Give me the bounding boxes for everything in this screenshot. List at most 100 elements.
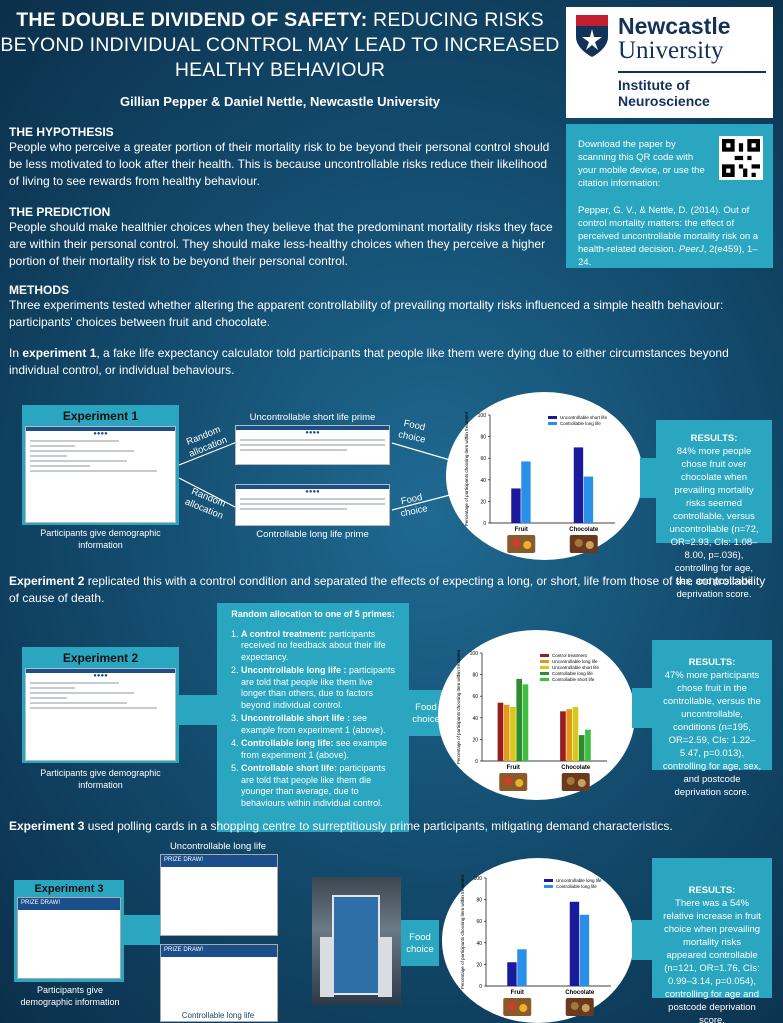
bar-chocolate-4 (585, 729, 591, 761)
bar-fruit-4 (522, 684, 529, 761)
food-detail (570, 1002, 579, 1010)
exp2-primes-box: Random allocation to one of 5 primes: A … (217, 603, 409, 832)
y-tick-label: 60 (476, 919, 482, 925)
exp1-demographic-form: ●●●● (25, 426, 176, 523)
exp2-demographic-form: ●●●● (25, 668, 176, 761)
bar-fruit-0 (507, 962, 517, 986)
legend-swatch (540, 678, 549, 681)
hypothesis-text: People who perceive a greater portion of… (9, 140, 550, 188)
exp3-arrow-left (124, 915, 160, 945)
methods-text: Three experiments tested whether alterin… (9, 298, 724, 329)
exp3-card-title: PRIZE DRAW! (18, 898, 120, 910)
y-tick-label: 100 (474, 876, 483, 882)
logo-line1: Newcastle (618, 13, 731, 39)
exp1-label: Experiment 1 (62, 409, 139, 423)
exp1-prime-top-screen: ●●●● (235, 425, 390, 465)
exp3-card-bottom: PRIZE DRAW! (160, 944, 278, 1022)
legend-label: Control treatment (552, 653, 588, 658)
y-tick-label: 20 (480, 499, 486, 505)
prime-item: Controllable long life: see example from… (241, 738, 399, 761)
bar-chocolate-3 (578, 735, 585, 761)
legend-swatch (548, 422, 557, 425)
exp1-prime-top-label: Uncontrollable short life prime (249, 412, 376, 423)
food-detail (512, 539, 521, 547)
category-label: Chocolate (565, 990, 595, 996)
exp1-results: RESULTS: 84% more people chose fruit ove… (656, 420, 772, 600)
qr-code-icon[interactable] (719, 136, 763, 180)
exp3-card-top-label: Uncontrollable long life (169, 841, 267, 852)
food-detail (519, 1004, 528, 1012)
poster-title: THE DOUBLE DIVIDEND OF SAFETY: REDUCING … (0, 9, 560, 81)
bar-chocolate-0 (573, 447, 584, 523)
bar-chocolate-1 (566, 709, 573, 761)
y-tick-label: 60 (480, 456, 486, 462)
y-tick-label: 80 (476, 898, 482, 904)
legend-label: Uncontrollable short life (552, 665, 600, 670)
category-label: Fruit (511, 990, 524, 996)
y-axis-label: Percentage of participants choosing item… (460, 874, 465, 989)
legend-label: Uncontrollable long life (552, 659, 598, 664)
exp1-panel: Experiment 1 ●●●● (22, 405, 179, 525)
y-axis-label: Percentage of participants choosing item… (456, 649, 461, 764)
food-detail (577, 779, 586, 787)
prediction-heading: THE PREDICTION (9, 205, 111, 219)
bar-fruit-1 (521, 461, 531, 523)
exp1-results-text: 84% more people chose fruit over chocola… (669, 446, 759, 600)
prime-item: Uncontrollable short life : see example … (241, 713, 399, 736)
food-detail (566, 777, 575, 785)
exp3-results-text: There was a 54% relative increase in fru… (663, 898, 761, 1023)
exp2-results-heading: RESULTS: (688, 657, 736, 668)
exp2-primes-heading: Random allocation to one of 5 primes: (231, 609, 395, 619)
exp3-card-top: PRIZE DRAW! (160, 854, 278, 936)
logo-rule (618, 71, 766, 73)
bar-chocolate-1 (579, 914, 590, 986)
bar-chocolate-0 (560, 711, 566, 761)
y-tick-label: 20 (472, 737, 478, 743)
prediction-text: People should make healthier choices whe… (9, 220, 553, 268)
y-tick-label: 40 (476, 941, 482, 947)
legend-label: Controllable long life (556, 884, 597, 889)
exp3-label: Experiment 3 (34, 883, 104, 895)
exp3-food-arrow (401, 920, 439, 966)
prime-item: Controllable short life: participants ar… (241, 763, 399, 809)
bar-fruit-1 (517, 949, 527, 986)
y-tick-label: 40 (472, 716, 478, 722)
exp2-primes-list: A control treatment: participants receiv… (227, 629, 399, 810)
legend-swatch (548, 416, 557, 419)
food-detail (504, 777, 513, 785)
y-tick-label: 0 (483, 521, 486, 527)
category-label: Chocolate (561, 765, 591, 771)
exp2-chart-circle (438, 630, 635, 800)
legend-swatch (540, 666, 549, 669)
legend-swatch (540, 654, 549, 657)
exp2-panel: Experiment 2 ●●●● (22, 647, 179, 763)
category-label: Chocolate (569, 527, 599, 533)
bar-fruit-1 (503, 704, 510, 761)
y-tick-label: 100 (478, 413, 487, 419)
exp1-food-lines (391, 442, 451, 511)
food-detail (574, 539, 583, 547)
bar-chocolate-2 (572, 707, 579, 761)
y-tick-label: 40 (480, 478, 486, 484)
methods-heading: METHODS (9, 283, 69, 297)
exp1-demo-caption: Participants give demographic informatio… (40, 528, 161, 550)
exp2-food-label: Food choice (412, 702, 440, 725)
y-tick-label: 20 (476, 962, 482, 968)
exp3-demo-caption: Participants give demographic informatio… (20, 985, 120, 1007)
y-tick-label: 100 (470, 651, 479, 657)
hypothesis-section: THE HYPOTHESIS People who perceive a gre… (9, 125, 559, 190)
food-detail (585, 541, 594, 549)
exp3-results-heading: RESULTS: (688, 885, 736, 896)
legend-swatch (544, 885, 553, 888)
y-tick-label: 80 (480, 435, 486, 441)
shopping-centre-photo (312, 877, 401, 1005)
prediction-section: THE PREDICTION People should make health… (9, 205, 559, 270)
exp1-intro: In experiment 1, a fake life expectancy … (9, 346, 729, 377)
exp1-results-heading: RESULTS: (690, 433, 738, 444)
exp2-results-text: 47% more participants chose fruit in the… (662, 670, 762, 798)
exp2-label: Experiment 2 (62, 651, 139, 665)
exp3-results: RESULTS: There was a 54% relative increa… (652, 858, 772, 1023)
